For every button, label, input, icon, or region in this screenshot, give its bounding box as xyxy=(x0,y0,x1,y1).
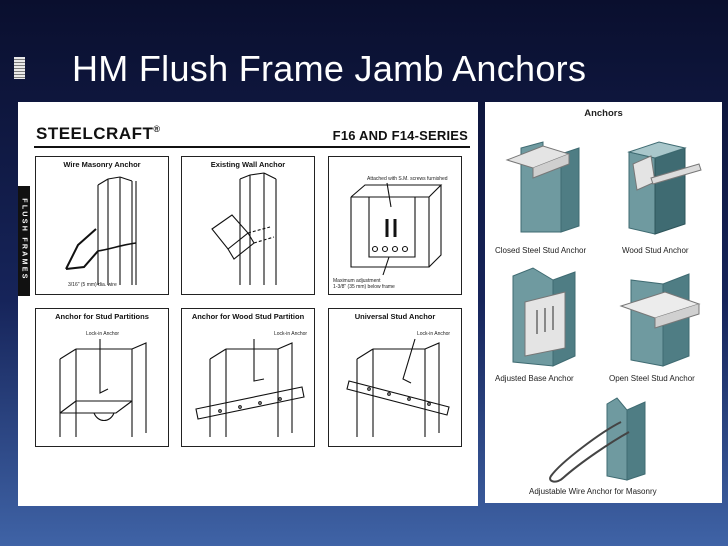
side-tab: FLUSH FRAMES xyxy=(18,186,30,296)
adjustable-anchor-drawing xyxy=(350,182,443,276)
anchor-caption: Open Steel Stud Anchor xyxy=(609,374,695,383)
closed-steel-stud-anchor-illustration xyxy=(505,141,580,233)
anchor-caption: Adjusted Base Anchor xyxy=(495,374,574,383)
panel-title: Anchor for Wood Stud Partition xyxy=(191,312,305,321)
slide-title: HM Flush Frame Jamb Anchors xyxy=(72,48,587,89)
panel-adjustable-anchor: Attached with S.M. screws furnished Maxi… xyxy=(328,156,462,295)
slide-title-bar: HM Flush Frame Jamb Anchors xyxy=(0,0,728,100)
panel-title: Wire Masonry Anchor xyxy=(63,160,141,169)
adjustable-wire-anchor-illustration xyxy=(549,397,646,483)
existing-wall-anchor-drawing xyxy=(211,172,277,285)
open-steel-stud-anchor-illustration xyxy=(619,273,701,367)
panel-note: Maximum adjustment xyxy=(333,278,381,284)
panel-note: Lock-in Anchor xyxy=(274,331,308,337)
wood-stud-anchor-drawing xyxy=(195,339,305,437)
bullet-icon xyxy=(14,57,25,79)
catalog-page-image: STEELCRAFT® F16 AND F14-SERIES FLUSH FRA… xyxy=(18,102,478,506)
wood-stud-anchor-illustration xyxy=(627,141,702,235)
anchor-caption: Closed Steel Stud Anchor xyxy=(495,246,587,255)
adjusted-base-anchor-illustration xyxy=(512,267,576,367)
catalog-rule xyxy=(34,146,470,148)
panel-anchor-stud-partitions: Anchor for Stud Partitions Lock-in Ancho… xyxy=(35,308,169,447)
side-tab-label: FLUSH FRAMES xyxy=(20,198,28,281)
panel-note: 3/16" (5 mm) dia. wire xyxy=(68,282,117,288)
anchors-heading: Anchors xyxy=(584,108,623,119)
panel-title: Anchor for Stud Partitions xyxy=(55,312,149,321)
panel-title: Existing Wall Anchor xyxy=(210,160,286,169)
brand-name: STEELCRAFT xyxy=(36,124,154,143)
panel-title: Universal Stud Anchor xyxy=(354,312,436,321)
series-label: F16 AND F14-SERIES xyxy=(332,128,468,143)
panel-wire-masonry-anchor: Wire Masonry Anchor 3/16" (5 mm) dia. wi… xyxy=(35,156,169,295)
panel-note: Lock-in Anchor xyxy=(86,331,120,337)
brand-registered-mark: ® xyxy=(153,124,161,134)
anchor-caption: Wood Stud Anchor xyxy=(622,246,689,255)
anchor-caption: Adjustable Wire Anchor for Masonry xyxy=(529,487,657,496)
stud-partition-anchor-drawing xyxy=(59,339,147,437)
brand-logo: STEELCRAFT® xyxy=(36,124,161,144)
wire-masonry-anchor-drawing xyxy=(65,176,137,285)
anchors-sheet-image: Anchors Closed Steel Stud Anchor Wood St… xyxy=(485,102,722,503)
panel-note: 1-3/8" (35 mm) below frame xyxy=(333,284,395,290)
panel-note: Attached with S.M. screws furnished xyxy=(367,176,448,182)
panel-existing-wall-anchor: Existing Wall Anchor xyxy=(181,156,315,295)
universal-stud-anchor-drawing xyxy=(346,338,450,437)
panel-universal-stud-anchor: Universal Stud Anchor Lock-in Anchor xyxy=(328,308,462,447)
panel-note: Lock-in Anchor xyxy=(417,331,451,337)
panel-anchor-wood-stud: Anchor for Wood Stud Partition Lock-in A… xyxy=(181,308,315,447)
